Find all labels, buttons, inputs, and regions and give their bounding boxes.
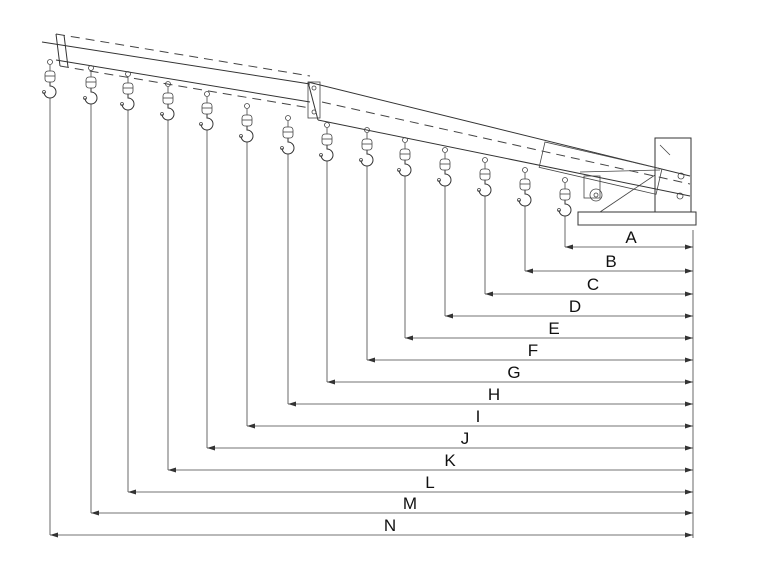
- dimension-k: K: [168, 451, 693, 473]
- dimension-label-n: N: [384, 516, 396, 535]
- dimension-m: M: [91, 494, 693, 516]
- dimension-label-k: K: [444, 451, 456, 470]
- dimension-a: A: [565, 228, 693, 250]
- drop-lines: [49, 98, 566, 535]
- dimension-label-j: J: [461, 429, 470, 448]
- hook-d: [437, 147, 452, 187]
- dimension-label-e: E: [548, 319, 559, 338]
- dimension-e: E: [405, 319, 693, 341]
- hook-e: [397, 137, 412, 177]
- hydraulic-cylinder: [538, 141, 663, 195]
- dimension-n: N: [50, 516, 693, 538]
- base-plate: [577, 211, 697, 226]
- boom-collar: [307, 81, 321, 119]
- crane-base: [577, 137, 697, 226]
- dimension-label-h: H: [488, 385, 500, 404]
- hook-g: [319, 122, 334, 162]
- dimension-l: L: [128, 473, 693, 495]
- dimension-b: B: [525, 252, 693, 274]
- hook-n: [42, 59, 57, 99]
- dimension-d: D: [445, 297, 693, 319]
- dimension-label-a: A: [625, 228, 637, 247]
- dimension-label-d: D: [569, 297, 581, 316]
- dimension-g: G: [327, 363, 693, 385]
- hook-h: [280, 115, 295, 155]
- hook-l: [120, 71, 135, 111]
- extension-boom: [41, 33, 311, 109]
- hook-i: [239, 103, 254, 143]
- dimension-f: F: [367, 341, 693, 363]
- dimension-label-c: C: [587, 275, 599, 294]
- dimension-label-l: L: [425, 473, 434, 492]
- dimension-c: C: [485, 275, 693, 297]
- hook-j: [199, 91, 214, 131]
- dimension-label-m: M: [403, 494, 417, 513]
- hook-m: [83, 65, 98, 105]
- base-brace: [599, 174, 656, 213]
- hook-positions: [42, 59, 572, 217]
- dimension-label-f: F: [528, 341, 538, 360]
- dimension-label-b: B: [605, 252, 616, 271]
- hook-b: [517, 167, 532, 207]
- dimension-h: H: [288, 385, 693, 407]
- outer-boom: [307, 81, 691, 202]
- hook-a: [557, 177, 572, 217]
- hook-f: [359, 127, 374, 167]
- hook-c: [477, 157, 492, 197]
- dimension-label-g: G: [507, 363, 520, 382]
- dimension-label-i: I: [476, 407, 481, 426]
- base-pivot: [676, 192, 684, 200]
- dimension-j: J: [207, 429, 693, 451]
- base-pin: [677, 172, 685, 180]
- hook-k: [160, 81, 175, 121]
- dimension-i: I: [247, 407, 693, 429]
